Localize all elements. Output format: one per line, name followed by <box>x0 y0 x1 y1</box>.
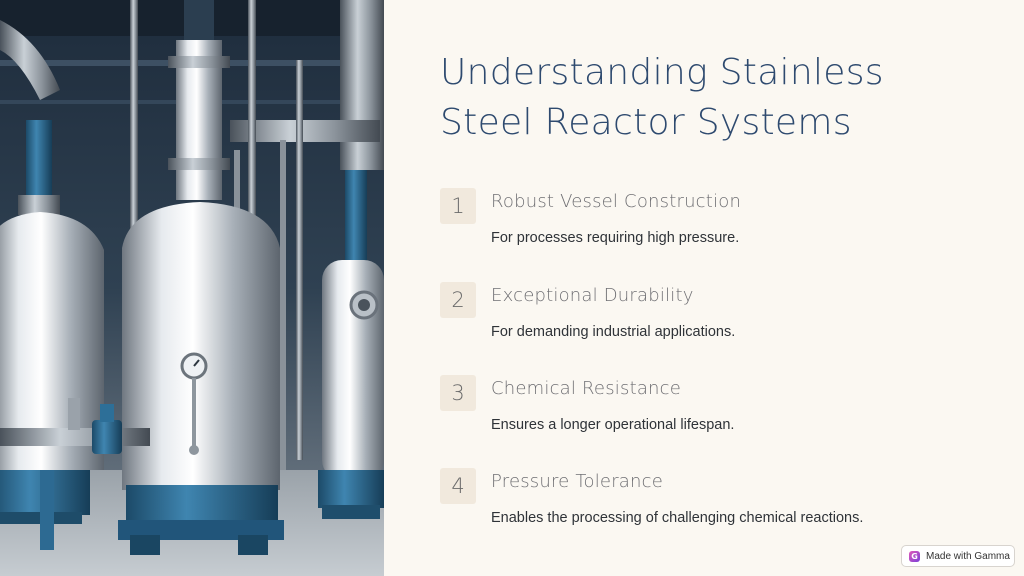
item-title: Exceptional Durability <box>491 285 694 306</box>
item-title: Pressure Tolerance <box>491 471 664 492</box>
reactor-photo <box>0 0 384 576</box>
list-item: 3 Chemical Resistance Ensures a longer o… <box>440 375 1000 445</box>
item-title: Robust Vessel Construction <box>491 191 742 212</box>
list-item: 2 Exceptional Durability For demanding i… <box>440 282 1000 352</box>
item-number: 1 <box>440 188 476 224</box>
slide-title: Understanding Stainless Steel Reactor Sy… <box>440 52 884 143</box>
item-title: Chemical Resistance <box>491 378 682 399</box>
badge-label: Made with Gamma <box>926 550 1010 562</box>
item-description: Enables the processing of challenging ch… <box>491 510 864 526</box>
item-description: For processes requiring high pressure. <box>491 230 740 246</box>
made-with-gamma-badge[interactable]: G Made with Gamma <box>901 545 1015 567</box>
gamma-logo-icon: G <box>909 550 920 562</box>
list-item: 4 Pressure Tolerance Enables the process… <box>440 468 1000 538</box>
item-number: 4 <box>440 468 476 504</box>
item-number: 2 <box>440 282 476 318</box>
list-item: 1 Robust Vessel Construction For process… <box>440 188 1000 258</box>
item-number: 3 <box>440 375 476 411</box>
item-description: For demanding industrial applications. <box>491 324 736 340</box>
content-panel: Understanding Stainless Steel Reactor Sy… <box>440 0 1000 576</box>
item-description: Ensures a longer operational lifespan. <box>491 417 735 433</box>
